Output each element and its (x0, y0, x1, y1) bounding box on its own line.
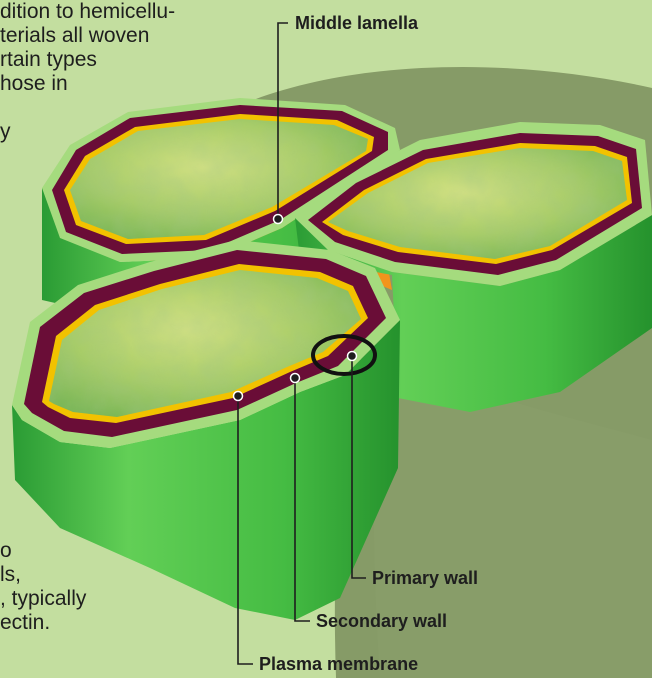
top-text-line: hose in (0, 72, 175, 96)
bottom-text-line: ectin. (0, 611, 86, 635)
label-secondary-wall: Secondary wall (316, 611, 447, 631)
bottom-text-line: , typically (0, 587, 86, 611)
top-text-line: dition to hemicellu- (0, 0, 175, 24)
label-primary-wall: Primary wall (372, 568, 478, 588)
dot-primary-wall (348, 352, 357, 361)
bottom-text-fragment: o ls, , typically ectin. (0, 539, 86, 635)
top-text-line: y (0, 120, 175, 144)
top-text-line: terials all woven (0, 24, 175, 48)
bottom-text-line: o (0, 539, 86, 563)
top-text-fragment: dition to hemicellu- terials all woven r… (0, 0, 175, 144)
label-plasma-membrane: Plasma membrane (259, 654, 418, 674)
bottom-text-line: ls, (0, 563, 86, 587)
dot-plasma-membrane (234, 392, 243, 401)
dot-middle-lamella (274, 215, 283, 224)
top-text-line: rtain types (0, 48, 175, 72)
dot-secondary-wall (291, 374, 300, 383)
label-middle-lamella: Middle lamella (295, 13, 418, 33)
